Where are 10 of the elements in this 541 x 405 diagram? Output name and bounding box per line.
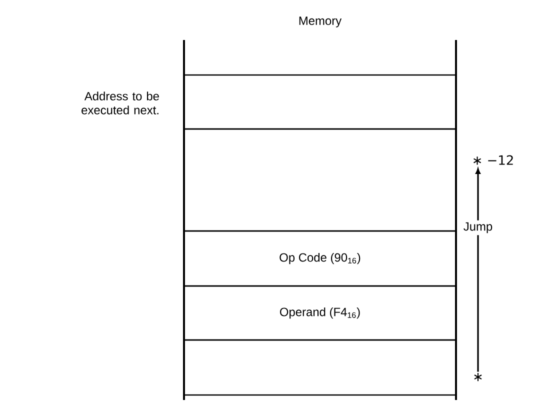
address-label: ∗ [474,372,482,382]
memory-cell [183,339,457,396]
memory-cell [183,74,457,130]
side-note: Address to be executed next. [82,92,159,114]
memory-cell: Operand (F4$_{16}$) [183,285,457,341]
memory-cell: Op Code (90$_{16}$) [183,230,457,287]
address-label: ∗ −12 [474,155,513,165]
memory-cell [183,128,457,232]
edge-label: Jump [461,220,495,236]
arrow [476,168,480,372]
